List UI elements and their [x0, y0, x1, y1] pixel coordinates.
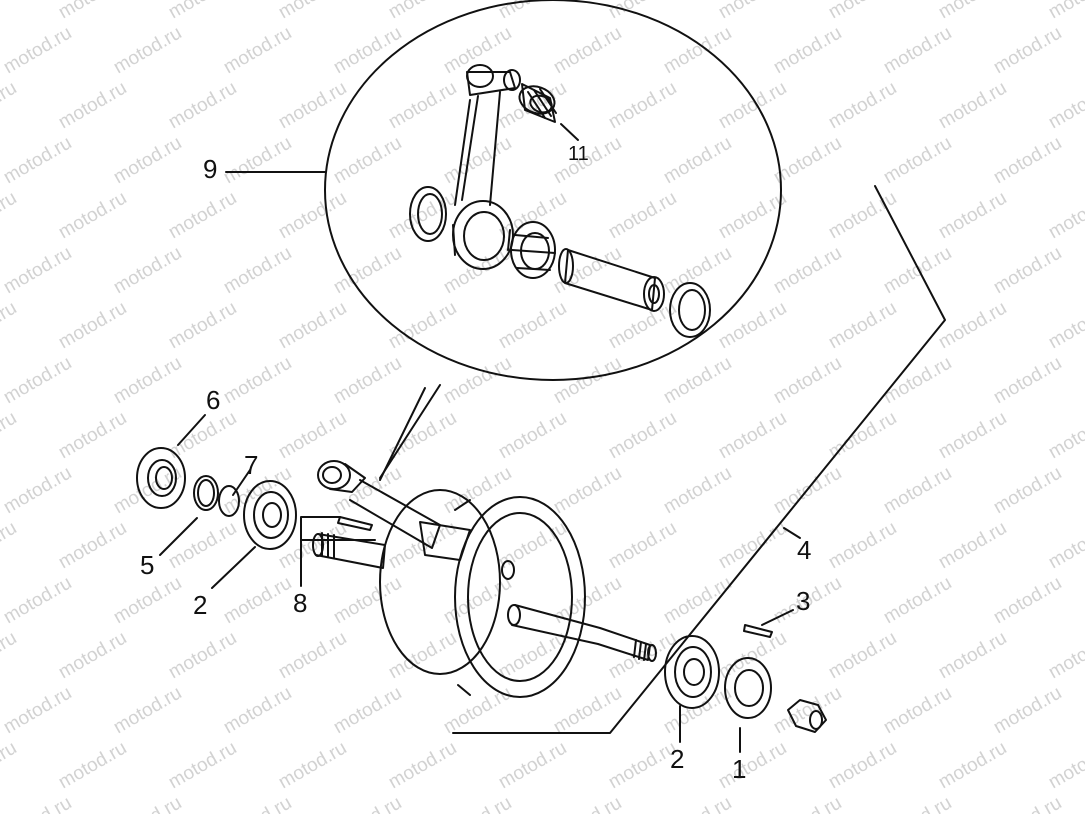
callout-9: 9 — [203, 154, 218, 184]
leader-lines — [159, 123, 946, 753]
circlip-left — [193, 475, 219, 511]
crank-pin — [558, 248, 665, 312]
callout-8: 8 — [293, 588, 308, 618]
ball-bearing-left — [243, 480, 297, 550]
oil-seal-right — [724, 657, 772, 719]
thrust-washer-right — [669, 282, 711, 338]
ball-bearing-right — [664, 635, 720, 709]
callout-7: 7 — [244, 450, 259, 480]
callout-5: 5 — [140, 550, 155, 580]
woodruff-key-left — [337, 516, 373, 531]
big-end-needle-bearing — [510, 221, 556, 279]
thrust-washer-left — [409, 186, 447, 242]
small-end-needle-bearing — [518, 83, 557, 123]
o-ring-left — [218, 485, 240, 517]
oil-seal-left — [136, 447, 186, 509]
callout-3: 3 — [796, 586, 811, 616]
callout-2-left: 2 — [193, 590, 208, 620]
callout-4: 4 — [797, 535, 812, 565]
callout-11: 11 — [568, 143, 589, 165]
callout-2-right: 2 — [670, 744, 685, 774]
connecting-rod-detail — [452, 64, 521, 270]
nut — [787, 699, 827, 733]
woodruff-key-right — [743, 624, 773, 638]
detail-circle — [324, 0, 782, 481]
callout-1: 1 — [732, 754, 747, 784]
callout-6: 6 — [206, 385, 221, 415]
crankshaft-assembly — [312, 460, 657, 698]
